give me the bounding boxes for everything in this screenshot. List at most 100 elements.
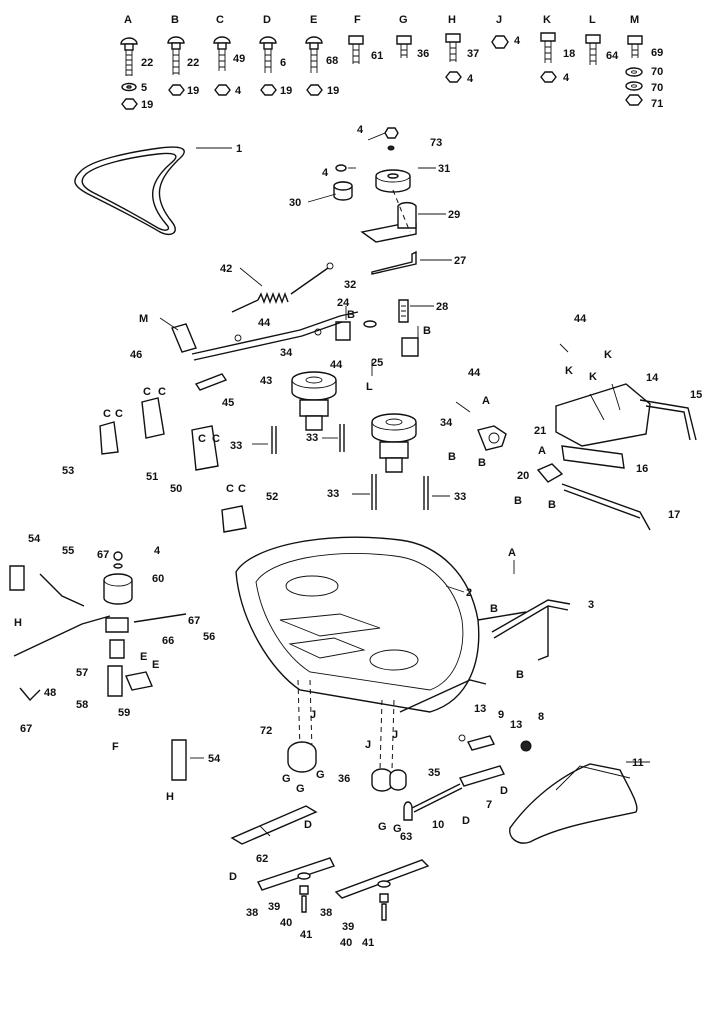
callout-A-20: A — [538, 445, 546, 457]
idler-bracket — [335, 306, 419, 376]
num-L-bolt: 64 — [606, 50, 619, 62]
callout-M: M — [139, 313, 148, 325]
right-hardware — [411, 734, 532, 813]
callout-33-c: 33 — [327, 488, 339, 500]
callout-67-bottom: 67 — [20, 723, 32, 735]
discharge-chute — [509, 761, 650, 844]
callout-32: 32 — [344, 279, 356, 291]
callout-H-left: H — [14, 617, 22, 629]
alignment-lines — [297, 679, 395, 771]
callout-54-top: 54 — [28, 533, 41, 545]
callout-36: 36 — [338, 773, 350, 785]
num-A-nut: 19 — [141, 99, 153, 111]
callout-13-left: 13 — [474, 703, 486, 715]
callout-52: 52 — [266, 491, 278, 503]
num-M-washer2: 70 — [651, 82, 663, 94]
hdr-D: D — [263, 14, 271, 26]
callout-E-2: E — [152, 659, 159, 671]
callout-21: 21 — [534, 425, 546, 437]
callout-44-mid: 44 — [330, 359, 343, 371]
callout-56: 56 — [203, 631, 215, 643]
callout-33-a: 33 — [230, 440, 242, 452]
spindle-pulley-right — [371, 413, 417, 473]
left-linkage — [9, 551, 187, 702]
callout-55: 55 — [62, 545, 74, 557]
pivot-pin — [194, 373, 228, 391]
hex-bolt-icon — [445, 33, 462, 83]
callout-44-front: 44 — [574, 313, 587, 325]
callout-C-52a: C — [226, 483, 234, 495]
hdr-E: E — [310, 14, 317, 26]
callout-44-lever: 44 — [258, 317, 271, 329]
num-C-nut: 4 — [235, 85, 242, 97]
callout-13-right: 13 — [510, 719, 522, 731]
hdr-A: A — [124, 14, 132, 26]
callout-27: 27 — [454, 255, 466, 267]
num-A-bolt: 22 — [141, 57, 153, 69]
callout-9: 9 — [498, 709, 504, 721]
bolt-icon — [167, 36, 185, 96]
callout-24: 24 — [337, 297, 350, 309]
bolt-icon — [120, 37, 138, 110]
callout-39-right: 39 — [342, 921, 354, 933]
callout-17: 17 — [668, 509, 680, 521]
callout-44-right: 44 — [468, 367, 481, 379]
num-F-bolt: 61 — [371, 50, 383, 62]
callout-A-3: A — [508, 547, 516, 559]
num-D-nut: 19 — [280, 85, 292, 97]
callout-G-2: G — [296, 783, 305, 795]
callout-11: 11 — [632, 757, 644, 769]
callout-72: 72 — [260, 725, 272, 737]
callout-B-3b: B — [516, 669, 524, 681]
hardware-legend: A B C D E F G H J K L M 22 5 19 22 19 — [120, 14, 663, 111]
callout-53: 53 — [62, 465, 74, 477]
num-M-nut: 71 — [651, 98, 663, 110]
bolt-icon — [305, 36, 323, 96]
callout-C-52b: C — [238, 483, 246, 495]
callout-66: 66 — [162, 635, 174, 647]
callout-73: 73 — [430, 137, 442, 149]
callout-B-20-2: B — [548, 499, 556, 511]
num-J-nut: 4 — [514, 35, 521, 47]
callout-K-3: K — [604, 349, 612, 361]
callout-G-3: G — [316, 769, 325, 781]
callout-16: 16 — [636, 463, 648, 475]
callout-38-left: 38 — [246, 907, 258, 919]
callout-4-spacer: 4 — [322, 167, 329, 179]
callout-D-62: D — [229, 871, 237, 883]
blade-assembly-right — [334, 859, 430, 921]
spindle-pulley-left — [291, 371, 337, 431]
callout-C-51a: C — [143, 386, 151, 398]
callout-34-right: 34 — [440, 417, 453, 429]
callout-33-d: 33 — [454, 491, 466, 503]
bolt-icon — [259, 36, 277, 96]
callout-51: 51 — [146, 471, 158, 483]
num-C-bolt: 49 — [233, 53, 245, 65]
hex-bolt-icon — [625, 35, 643, 106]
num-G-bolt: 36 — [417, 48, 429, 60]
num-A-washer: 5 — [141, 82, 147, 94]
blade-assembly-left — [230, 805, 318, 845]
callout-3: 3 — [588, 599, 594, 611]
bolt-icon — [213, 36, 231, 96]
callout-57: 57 — [76, 667, 88, 679]
callout-25: 25 — [371, 357, 383, 369]
callout-39-left: 39 — [268, 901, 280, 913]
callout-1: 1 — [236, 143, 242, 155]
callout-C-51b: C — [158, 386, 166, 398]
hdr-C: C — [216, 14, 224, 26]
callout-58: 58 — [76, 699, 88, 711]
callout-40-left: 40 — [280, 917, 292, 929]
callout-C-50b: C — [212, 433, 220, 445]
spindle-housings — [287, 741, 413, 821]
front-hanger-bracket — [555, 343, 697, 447]
callout-41-left: 41 — [300, 929, 312, 941]
num-K-bolt: 18 — [563, 48, 575, 60]
callout-67-right: 67 — [188, 615, 200, 627]
callout-L: L — [366, 381, 373, 393]
callout-G-4: G — [378, 821, 387, 833]
hex-bolt-icon — [540, 32, 557, 83]
callout-D-right1: D — [462, 815, 470, 827]
callout-60: 60 — [152, 573, 164, 585]
